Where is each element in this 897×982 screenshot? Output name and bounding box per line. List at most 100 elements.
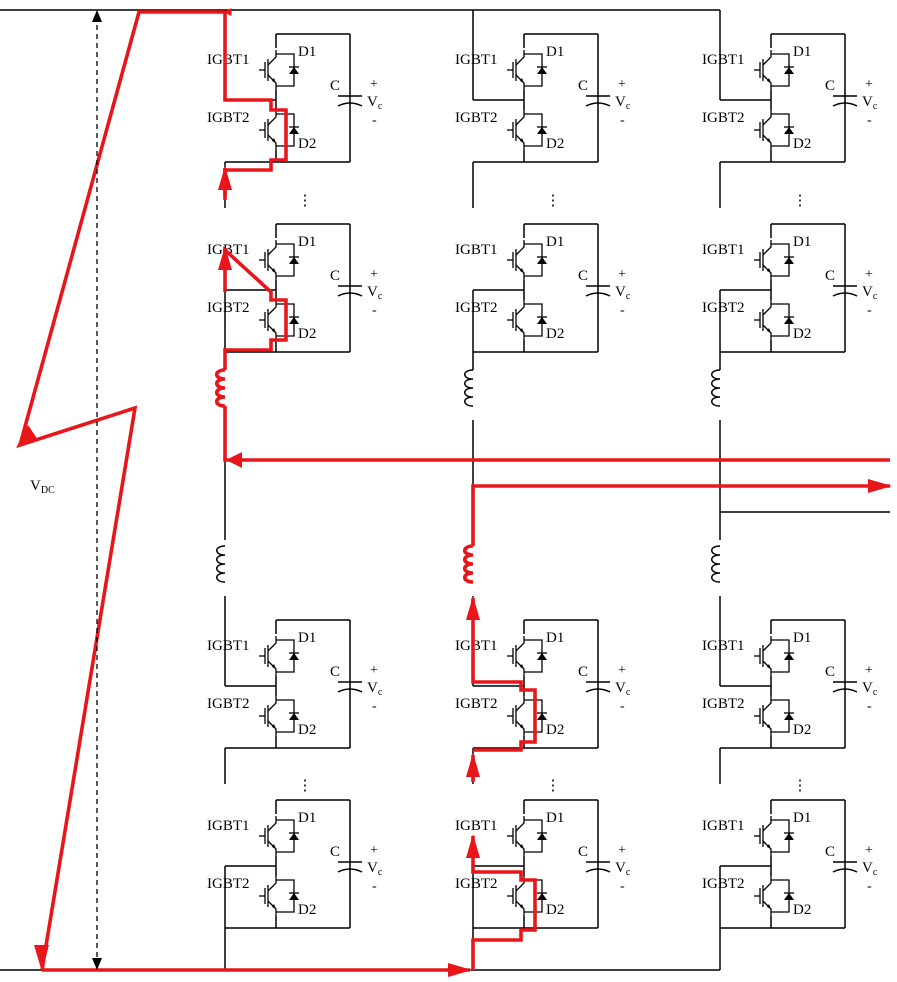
diode-icon: [289, 653, 299, 660]
igbt-emitter-arrow: [767, 138, 771, 143]
inductor-coil: [463, 544, 474, 584]
label-subscript: c: [378, 291, 383, 302]
diode-icon: [537, 257, 547, 264]
capacitor-label: C: [330, 664, 340, 680]
current-leg-b-bottom: [471, 840, 537, 970]
igbt-emitter-arrow: [272, 78, 276, 83]
capacitor-label: C: [825, 844, 835, 860]
igbt-switch: [754, 636, 794, 676]
igbt2-label: IGBT2: [207, 696, 250, 712]
igbt-switch: [754, 50, 794, 90]
igbt-emitter: [515, 720, 525, 736]
d2-label: D2: [793, 722, 811, 738]
diode-icon: [289, 317, 299, 324]
igbt1-label: IGBT1: [207, 242, 250, 258]
igbt-emitter: [267, 840, 277, 856]
diagram-labels: ⋮⋮⋮⋮⋮⋮VDC: [30, 10, 808, 970]
igbt-collector: [515, 240, 525, 256]
label-main: V: [615, 680, 626, 696]
igbt-emitter: [762, 900, 772, 916]
igbt-collector: [515, 696, 525, 712]
label-subscript: c: [378, 101, 383, 112]
igbt-emitter-arrow: [520, 724, 524, 729]
capacitor-plus-label: +: [370, 663, 378, 678]
capacitor-label: C: [825, 664, 835, 680]
capacitor-plus-label: +: [370, 77, 378, 92]
igbt-emitter-arrow: [520, 78, 524, 83]
capacitor-minus-label: -: [620, 879, 625, 894]
capacitor-plate-bottom: [337, 688, 363, 693]
igbt-switch: [507, 300, 547, 340]
capacitor-plate-bottom: [585, 102, 611, 107]
d1-label: D1: [793, 810, 811, 826]
igbt2-label: IGBT2: [207, 110, 250, 126]
d2-label: D2: [546, 136, 564, 152]
d1-label: D1: [793, 44, 811, 60]
igbt1-label: IGBT1: [455, 638, 498, 654]
capacitor-minus-label: -: [372, 303, 377, 318]
capacitor-plate-bottom: [585, 292, 611, 297]
arm-inductor-lower: [711, 545, 721, 583]
d1-label: D1: [298, 234, 316, 250]
vdc-arrow-bottom: [92, 958, 102, 970]
diode-leads: [276, 879, 295, 913]
label-subscript: c: [873, 687, 878, 698]
capacitor-plate-bottom: [337, 868, 363, 873]
diode-icon: [289, 67, 299, 74]
current-leg-a-top: [223, 12, 288, 195]
label-subscript: DC: [41, 485, 55, 496]
diode-leads: [524, 699, 543, 733]
igbt1-label: IGBT1: [207, 818, 250, 834]
arrow-ac-a: [226, 452, 242, 468]
label-subscript: c: [873, 291, 878, 302]
capacitor-voltage-label: Vc: [615, 860, 631, 878]
igbt1-label: IGBT1: [702, 818, 745, 834]
label-subscript: c: [626, 687, 631, 698]
arm-inductor-lower: [216, 545, 226, 583]
igbt-collector: [267, 240, 277, 256]
igbt-switch: [259, 816, 299, 856]
capacitor-label: C: [578, 844, 588, 860]
capacitor-plus-label: +: [618, 663, 626, 678]
igbt-collector: [762, 240, 772, 256]
igbt-collector: [515, 50, 525, 66]
diode-icon: [784, 257, 794, 264]
igbt-switch: [507, 110, 547, 150]
igbt-emitter-arrow: [272, 844, 276, 849]
ellipsis-lower: ⋮: [298, 778, 313, 794]
capacitor-plus-label: +: [618, 843, 626, 858]
d2-label: D2: [298, 136, 316, 152]
label-subscript: c: [378, 687, 383, 698]
label-subscript: c: [626, 101, 631, 112]
label-subscript: c: [626, 291, 631, 302]
igbt-emitter-arrow: [272, 904, 276, 909]
diode-leads: [771, 819, 790, 853]
diode-icon: [289, 713, 299, 720]
igbt-emitter: [515, 840, 525, 856]
d1-label: D1: [546, 44, 564, 60]
igbt-collector: [267, 50, 277, 66]
capacitor-voltage-label: Vc: [862, 284, 878, 302]
igbt-emitter: [267, 134, 277, 150]
igbt-emitter: [267, 900, 277, 916]
igbt-switch: [259, 110, 299, 150]
igbt-collector: [762, 110, 772, 126]
capacitor-voltage-label: Vc: [615, 284, 631, 302]
capacitor-minus-label: -: [372, 113, 377, 128]
igbt-emitter-arrow: [272, 328, 276, 333]
capacitor-plus-label: +: [865, 663, 873, 678]
diode-leads: [771, 243, 790, 277]
capacitor-minus-label: -: [867, 113, 872, 128]
diode-leads: [771, 303, 790, 337]
igbt-collector: [515, 636, 525, 652]
capacitor-label: C: [330, 844, 340, 860]
ellipsis-lower: ⋮: [793, 778, 808, 794]
capacitor-plus-label: +: [370, 843, 378, 858]
bolt-tip-lower: [34, 945, 49, 972]
arm-inductor-upper: [464, 369, 474, 407]
igbt-emitter: [267, 720, 277, 736]
igbt-collector: [762, 50, 772, 66]
